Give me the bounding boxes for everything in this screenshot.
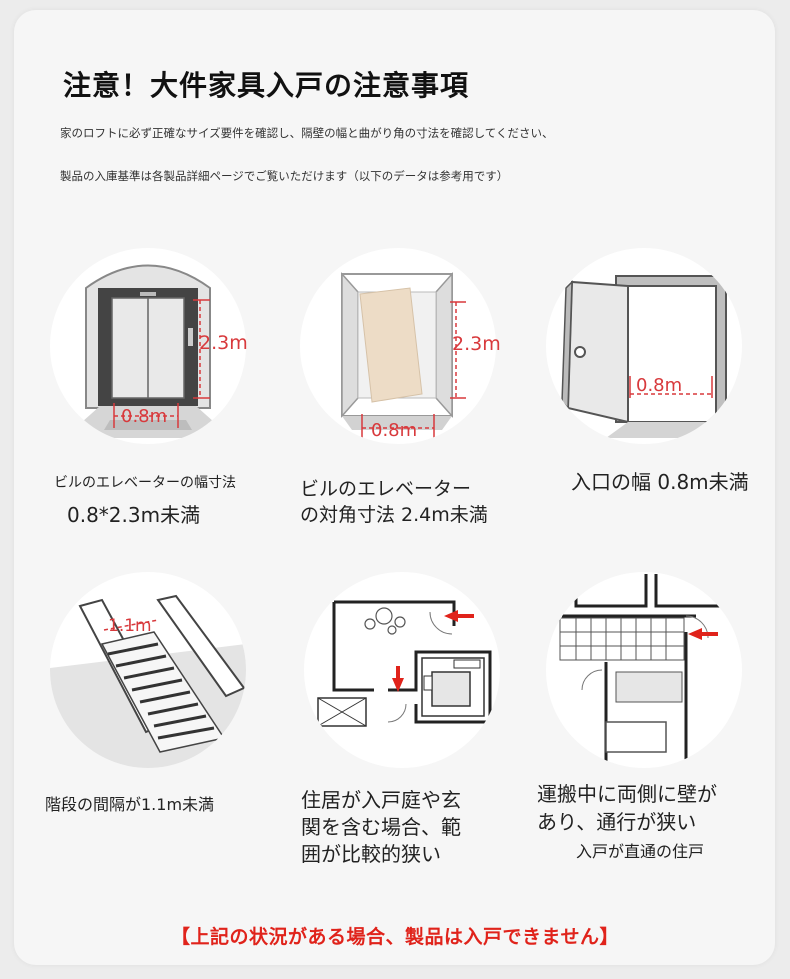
- entry-warning: 【上記の状況がある場合、製品は入戸できません】: [171, 926, 619, 948]
- diagonal-height-label: 2.3m: [452, 333, 501, 355]
- page-title: 注意！大件家具入戸の注意事項: [63, 69, 470, 102]
- elevator-width-label: 0.8m: [121, 406, 168, 427]
- floor-plan-illustration: [304, 572, 500, 768]
- intro-text-line-1: 家のロフトに必ず正確なサイズ要件を確認し、隔壁の幅と曲がり角の寸法を確認してくだ…: [60, 126, 554, 140]
- intro-text-line-2: 製品の入庫基準は各製品詳細ページでご覧いただけます（以下のデータは参考用です）: [60, 169, 509, 183]
- entrance-caption: 入口の幅 0.8m未満: [571, 470, 749, 494]
- entrance-door-illustration: [546, 248, 742, 444]
- elevator-width-value: 0.8*2.3m未満: [67, 503, 201, 527]
- elevator-width-caption: ビルのエレベーターの幅寸法: [54, 475, 236, 491]
- stairs-width-label: 1.1m: [108, 616, 152, 636]
- diagonal-caption-line-2: の対角寸法 2.4m未満: [300, 504, 488, 526]
- stairs-illustration: [50, 572, 246, 768]
- elevator-diagonal-illustration: [300, 248, 496, 444]
- diagonal-width-label: 0.8m: [371, 420, 418, 441]
- elevator-width-illustration: [50, 248, 246, 444]
- corridor-plan-illustration: [546, 572, 742, 768]
- elevator-height-label: 2.3m: [199, 332, 248, 354]
- corridor-caption-line-1: 運搬中に両側に壁が: [537, 782, 717, 806]
- entrance-width-label: 0.8m: [636, 375, 683, 396]
- floor-plan-caption-line-1: 住居が入戸庭や玄: [301, 788, 461, 812]
- stairs-caption: 階段の間隔が1.1m未満: [45, 795, 215, 814]
- floor-plan-caption-line-3: 囲が比較的狭い: [301, 842, 441, 866]
- corridor-caption-line-2: あり、通行が狭い: [537, 810, 697, 834]
- diagonal-caption-line-1: ビルのエレベーター: [300, 478, 472, 500]
- notice-card: [14, 10, 775, 965]
- corridor-caption-line-3: 入戸が直通の住戸: [576, 842, 705, 861]
- floor-plan-caption-line-2: 関を含む場合、範: [301, 815, 461, 839]
